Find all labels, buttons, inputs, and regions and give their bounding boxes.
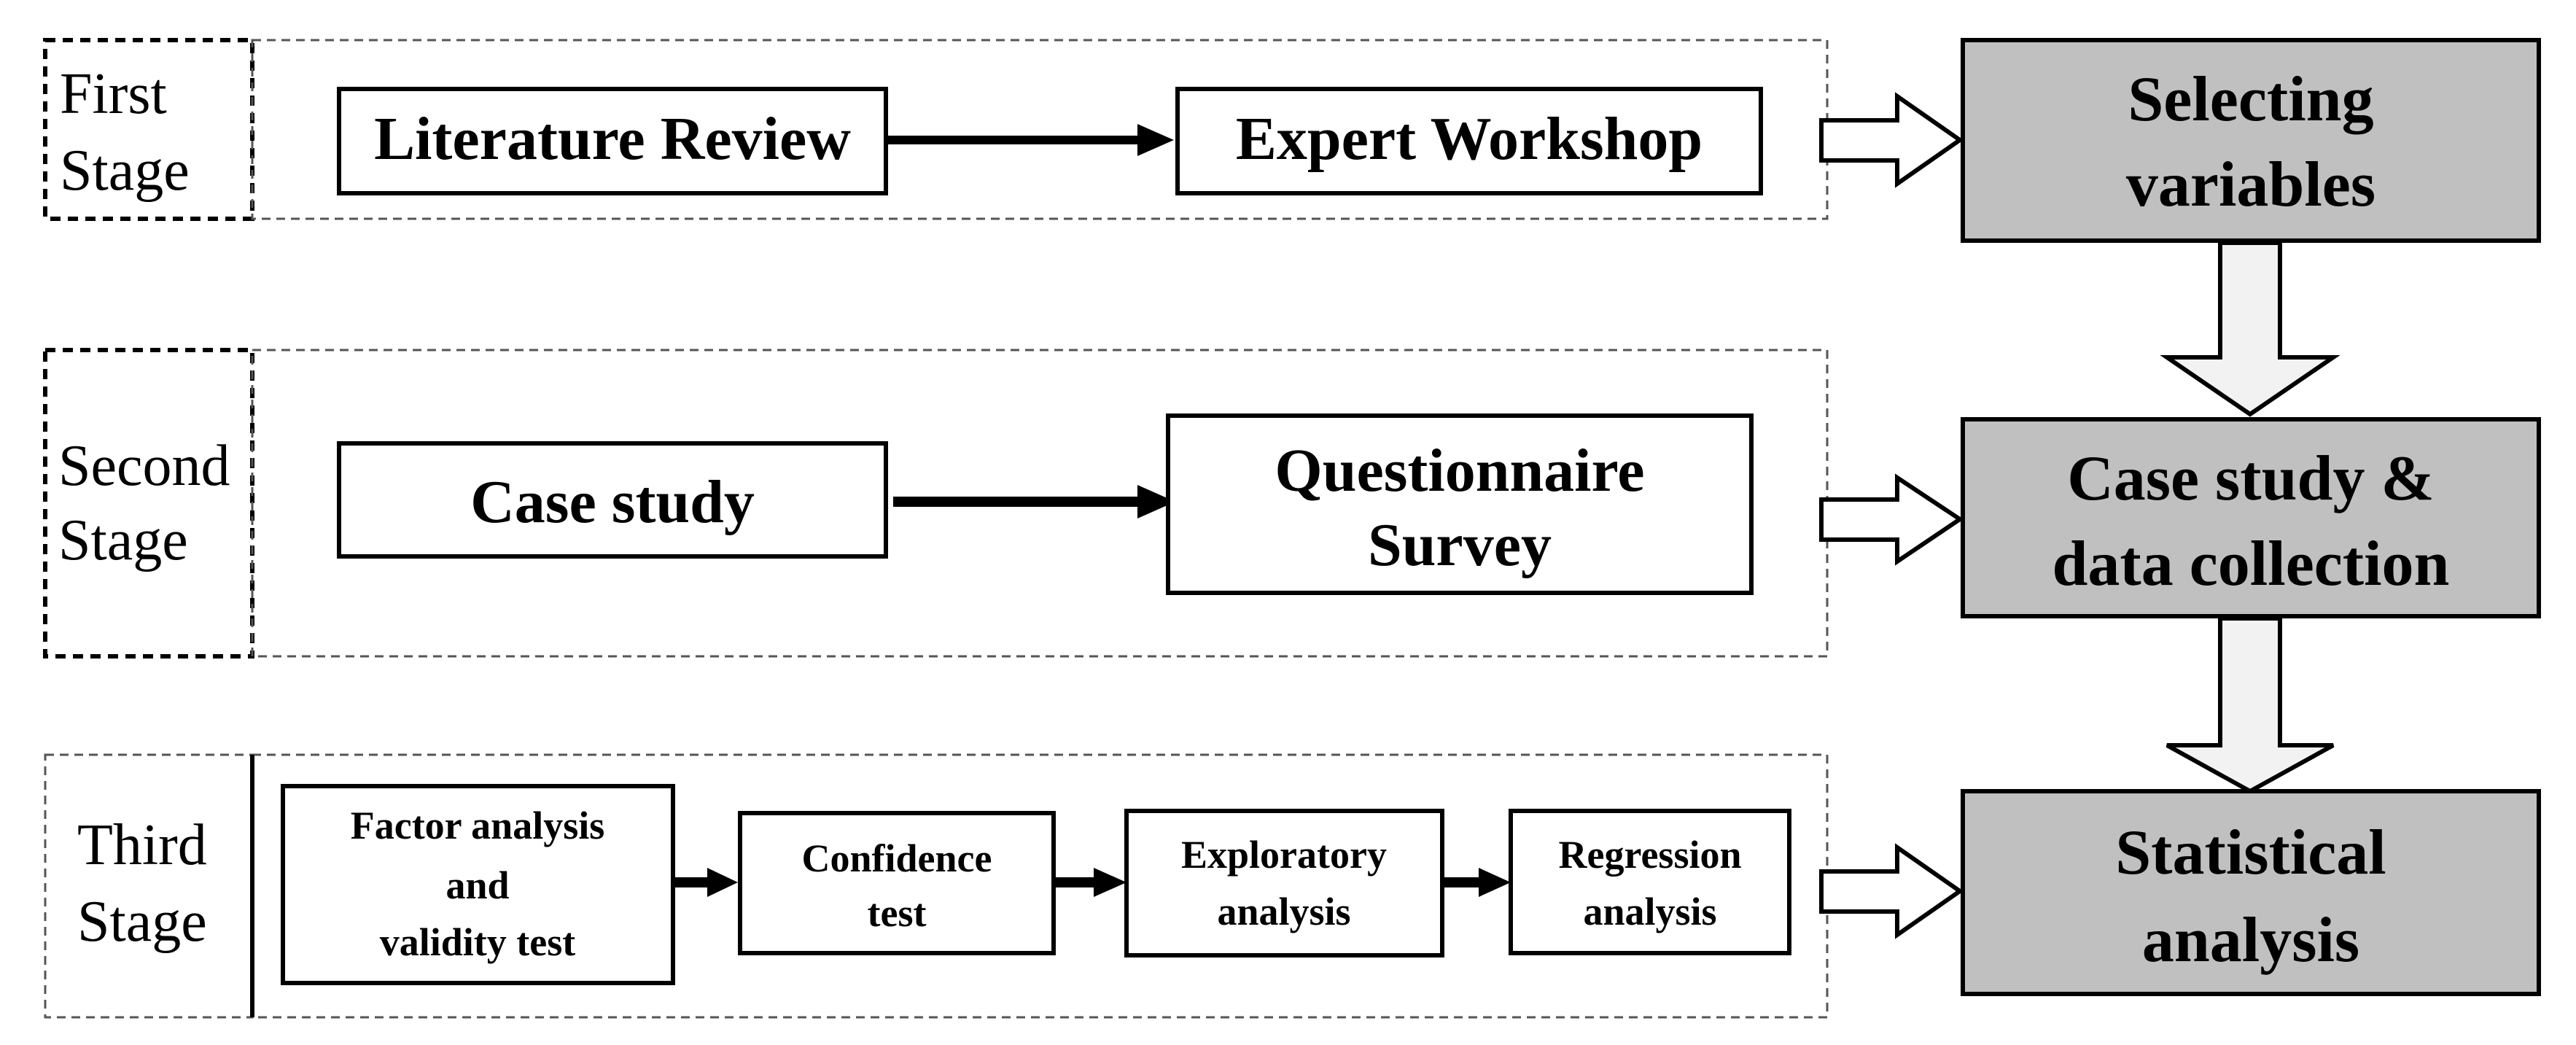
regression-analysis-text-line-2: analysis: [1583, 890, 1716, 933]
exploratory-analysis-text-line-2: analysis: [1217, 890, 1350, 933]
questionnaire-survey-text-line-1: Questionnaire: [1275, 437, 1644, 505]
regression-analysis-box: [1509, 809, 1791, 955]
expert-workshop-box: [1175, 87, 1763, 195]
case-study-data-collection-box: [1961, 417, 2541, 618]
first-stage-arrow-head: [1137, 124, 1174, 156]
confidence-test-box: [738, 811, 1056, 955]
second-stage-label-line-2: Stage: [58, 508, 188, 572]
third-stage-arrow-3-head: [1479, 868, 1511, 897]
selecting-variables-box: [1961, 38, 2541, 243]
third-stage-row: Third Stage Factor analysis and validity…: [44, 753, 1829, 1019]
factor-analysis-text-line-3: validity test: [380, 920, 575, 964]
literature-review-text: Literature Review: [374, 105, 851, 173]
statistical-analysis-text-line-1: Statistical: [2115, 817, 2386, 888]
first-stage-label-line-1: First: [60, 62, 167, 126]
second-stage-row: Second Stage Case study Questionnaire Su…: [43, 348, 1829, 659]
output-column: Selecting variables Case study & data co…: [1961, 38, 2541, 996]
selecting-variables-text-line-1: Selecting: [2128, 64, 2373, 135]
hollow-arrow-down-2: [2166, 616, 2335, 794]
statistical-analysis-text-line-2: analysis: [2142, 905, 2359, 976]
third-stage-arrow-2-head: [1094, 868, 1126, 897]
case-study-text: Case study: [470, 468, 755, 536]
questionnaire-survey-text-line-2: Survey: [1368, 511, 1552, 579]
hollow-arrow-stage-2-to-output: [1819, 473, 1964, 566]
third-stage-arrow-1-head: [707, 868, 738, 897]
hollow-arrow-down-1: [2160, 241, 2340, 417]
confidence-test-text-line-2: test: [868, 891, 927, 935]
case-study-box: [337, 441, 888, 559]
case-study-data-collection-text-line-2: data collection: [2052, 529, 2449, 599]
literature-review-box: [337, 87, 888, 195]
hollow-arrow-stage-3-to-output: [1819, 843, 1964, 939]
third-stage-label-line-2: Stage: [77, 890, 207, 954]
third-stage-label-frame: [44, 753, 254, 1019]
factor-analysis-text-line-2: and: [445, 863, 509, 907]
factor-analysis-text-line-1: Factor analysis: [351, 804, 605, 847]
exploratory-analysis-box: [1124, 809, 1444, 957]
questionnaire-survey-box: [1166, 413, 1754, 595]
third-stage-label-line-1: Third: [77, 813, 207, 877]
expert-workshop-text: Expert Workshop: [1236, 105, 1703, 173]
regression-analysis-text-line-1: Regression: [1559, 833, 1742, 877]
exploratory-analysis-text-line-1: Exploratory: [1181, 833, 1387, 877]
statistical-analysis-box: [1961, 789, 2541, 996]
first-stage-row: First Stage Literature Review Expert Wor…: [43, 38, 1829, 221]
first-stage-label-line-2: Stage: [60, 139, 190, 203]
second-stage-label-line-1: Second: [58, 434, 230, 498]
second-stage-label-frame: [43, 348, 254, 659]
selecting-variables-text-line-2: variables: [2126, 149, 2375, 220]
case-study-data-collection-text-line-1: Case study &: [2067, 443, 2435, 514]
hollow-arrow-stage-1-to-output: [1819, 92, 1964, 188]
second-stage-arrow-head: [1137, 485, 1175, 518]
confidence-test-text-line-1: Confidence: [802, 836, 992, 880]
